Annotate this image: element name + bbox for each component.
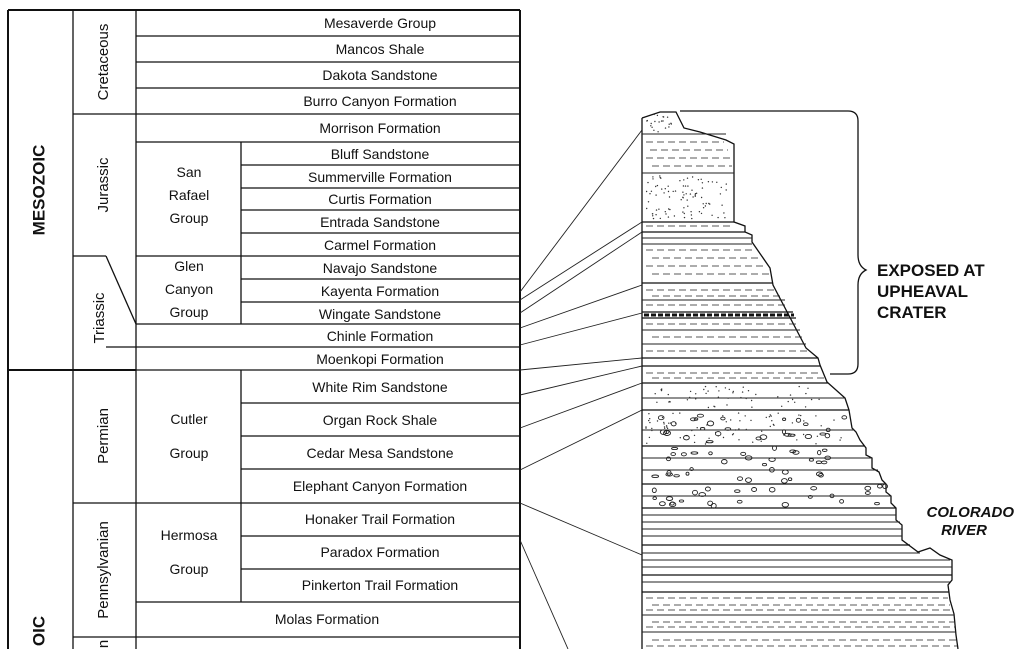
era-labels: MESOZOIC OIC: [29, 145, 48, 646]
group-label-san-rafael-3: Group: [170, 210, 209, 226]
group-label-glen-canyon-1: Glen: [174, 258, 204, 274]
annotation-line: UPHEAVAL: [877, 282, 968, 301]
formation-label: Bluff Sandstone: [331, 146, 430, 162]
period-labels: Cretaceous Jurassic Triassic Permian Pen…: [91, 24, 112, 649]
formation-label: Morrison Formation: [319, 120, 440, 136]
formation-label: Elephant Canyon Formation: [293, 478, 467, 494]
formation-label: Moenkopi Formation: [316, 351, 444, 367]
formation-label: Navajo Sandstone: [323, 260, 438, 276]
formation-label: Organ Rock Shale: [323, 412, 438, 428]
formation-label: Entrada Sandstone: [320, 214, 440, 230]
river-label: COLORADO RIVER: [927, 504, 1015, 539]
formation-label: Kayenta Formation: [321, 283, 439, 299]
sandstone-stipple: [645, 113, 842, 445]
period-label-jurassic: Jurassic: [95, 157, 112, 213]
formation-label: Pinkerton Trail Formation: [302, 577, 458, 593]
group-label-glen-canyon-2: Canyon: [165, 281, 213, 297]
group-label-glen-canyon-3: Group: [170, 304, 209, 320]
conglomerate-pebbles: [651, 413, 888, 509]
period-label-cretaceous: Cretaceous: [95, 24, 112, 101]
formation-label: Carmel Formation: [324, 237, 436, 253]
formation-label: Mesaverde Group: [324, 15, 436, 31]
group-label-cutler-1: Cutler: [170, 411, 208, 427]
formation-label: Mancos Shale: [336, 41, 425, 57]
era-label-paleozoic-partial: OIC: [29, 616, 48, 646]
era-label-mesozoic: MESOZOIC: [29, 145, 48, 236]
formation-label: White Rim Sandstone: [312, 379, 448, 395]
river-label-line: RIVER: [941, 522, 987, 539]
exposure-annotation: EXPOSED AT UPHEAVAL CRATER: [877, 261, 985, 322]
exposure-bracket: [680, 110, 868, 375]
period-label-pennsylvanian: Pennsylvanian: [95, 521, 112, 619]
formation-label: Wingate Sandstone: [319, 306, 441, 322]
formation-label: Dakota Sandstone: [322, 67, 437, 83]
group-label-hermosa-2: Group: [170, 561, 209, 577]
formation-labels: Mesaverde Group Mancos Shale Dakota Sand…: [275, 15, 467, 627]
group-label-cutler-2: Group: [170, 445, 209, 461]
formation-label: Chinle Formation: [327, 328, 434, 344]
formation-label: Paradox Formation: [320, 544, 439, 560]
stratigraphy-table: [7, 9, 521, 649]
bed-boundaries: [642, 133, 956, 633]
period-label-permian: Permian: [95, 408, 112, 464]
correlation-lines: [519, 129, 643, 649]
rock-column: [641, 111, 959, 649]
formation-label: Curtis Formation: [328, 191, 431, 207]
formation-label: Honaker Trail Formation: [305, 511, 455, 527]
group-labels: San Rafael Group Glen Canyon Group Cutle…: [161, 164, 218, 577]
group-label-san-rafael-2: Rafael: [169, 187, 209, 203]
formation-label: Cedar Mesa Sandstone: [306, 445, 453, 461]
period-label-triassic: Triassic: [91, 292, 108, 344]
period-label-partial: n: [95, 640, 112, 648]
formation-label: Molas Formation: [275, 611, 379, 627]
group-label-hermosa-1: Hermosa: [161, 527, 218, 543]
shale-pattern: [646, 141, 957, 647]
annotation-line: CRATER: [877, 303, 947, 322]
group-label-san-rafael-1: San: [177, 164, 202, 180]
formation-label: Burro Canyon Formation: [303, 93, 456, 109]
annotation-line: EXPOSED AT: [877, 261, 985, 280]
river-label-line: COLORADO: [927, 504, 1015, 521]
formation-label: Summerville Formation: [308, 169, 452, 185]
